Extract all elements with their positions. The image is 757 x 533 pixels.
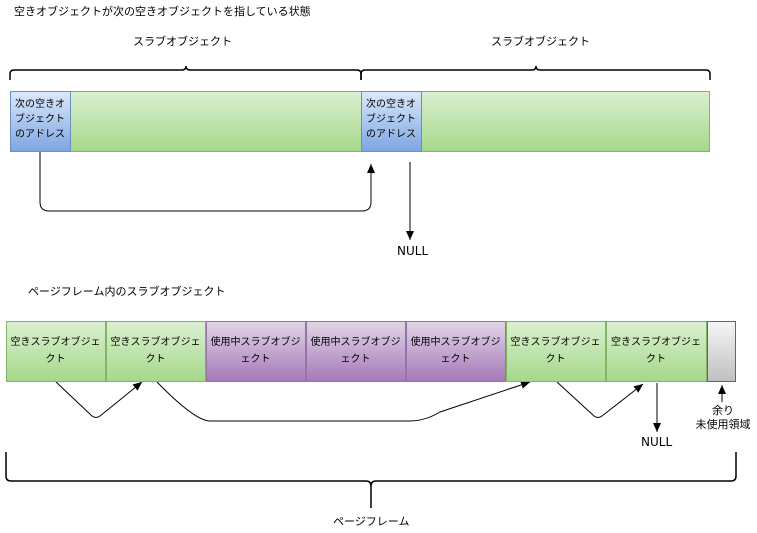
slab-brace-2 <box>360 65 711 80</box>
null-label-bottom: NULL <box>641 435 673 449</box>
cell-line: ェクト <box>240 354 271 365</box>
cell-line: 空きスラブオブジェ <box>10 337 101 348</box>
cell-line: ェクト <box>440 354 471 365</box>
cell-line: 使用中スラブオブジ <box>310 337 401 348</box>
cell-line: 空きスラブオブジェ <box>510 337 601 348</box>
cell-line: クト <box>545 354 566 365</box>
slab-label-1: スラブオブジェクト <box>133 35 232 48</box>
free-slab-cell: 空きスラブオブジェ クト <box>606 321 707 382</box>
next-addr-line: のアドレス <box>366 129 416 140</box>
free-slab-cell: 空きスラブオブジェ クト <box>6 321 106 382</box>
cell-line: クト <box>646 354 666 365</box>
free-arrow-2 <box>156 381 531 422</box>
null-label-top: NULL <box>397 244 429 258</box>
cell-line: ェクト <box>340 354 371 365</box>
remainder-block <box>707 321 736 382</box>
next-addr-line: のアドレス <box>15 129 65 140</box>
free-arrow-3 <box>556 381 644 418</box>
cell-line: クト <box>145 354 166 365</box>
free-slab-cell: 空きスラブオブジェ クト <box>106 321 206 382</box>
free-arrow-1 <box>55 381 143 418</box>
cell-line: 使用中スラブオブジ <box>210 337 301 348</box>
cell-line: 空きスラブオブジェ <box>611 337 701 348</box>
slab-brace-1 <box>9 65 362 80</box>
next-addr-field-1: 次の空きオ ブジェクト のアドレス <box>10 91 71 152</box>
page-frame-label: ページフレーム <box>333 515 410 528</box>
cell-line: クト <box>45 354 66 365</box>
used-slab-cell: 使用中スラブオブジ ェクト <box>406 321 506 382</box>
top-title: 空きオブジェクトが次の空きオブジェクトを指している状態 <box>14 5 311 18</box>
page-frame-brace <box>5 452 737 508</box>
next-addr-line: 次の空きオ <box>15 99 65 110</box>
next-pointer-arrow <box>39 152 375 212</box>
cell-line: 空きスラブオブジェ <box>110 337 201 348</box>
remainder-label: 余り 未使用領域 <box>690 404 756 432</box>
remainder-line: 余り <box>712 404 734 417</box>
next-addr-line: ブジェクト <box>15 114 65 125</box>
bottom-title: ページフレーム内のスラブオブジェクト <box>28 285 226 298</box>
used-slab-cell: 使用中スラブオブジ ェクト <box>206 321 306 382</box>
next-addr-line: ブジェクト <box>366 114 416 125</box>
cell-line: 使用中スラブオブジ <box>410 337 501 348</box>
next-addr-line: 次の空きオ <box>366 99 416 110</box>
slab-label-2: スラブオブジェクト <box>491 35 590 48</box>
remainder-line: 未使用領域 <box>695 418 751 431</box>
free-slab-cell: 空きスラブオブジェ クト <box>506 321 606 382</box>
used-slab-cell: 使用中スラブオブジ ェクト <box>306 321 406 382</box>
next-addr-field-2: 次の空きオ ブジェクト のアドレス <box>361 91 422 152</box>
